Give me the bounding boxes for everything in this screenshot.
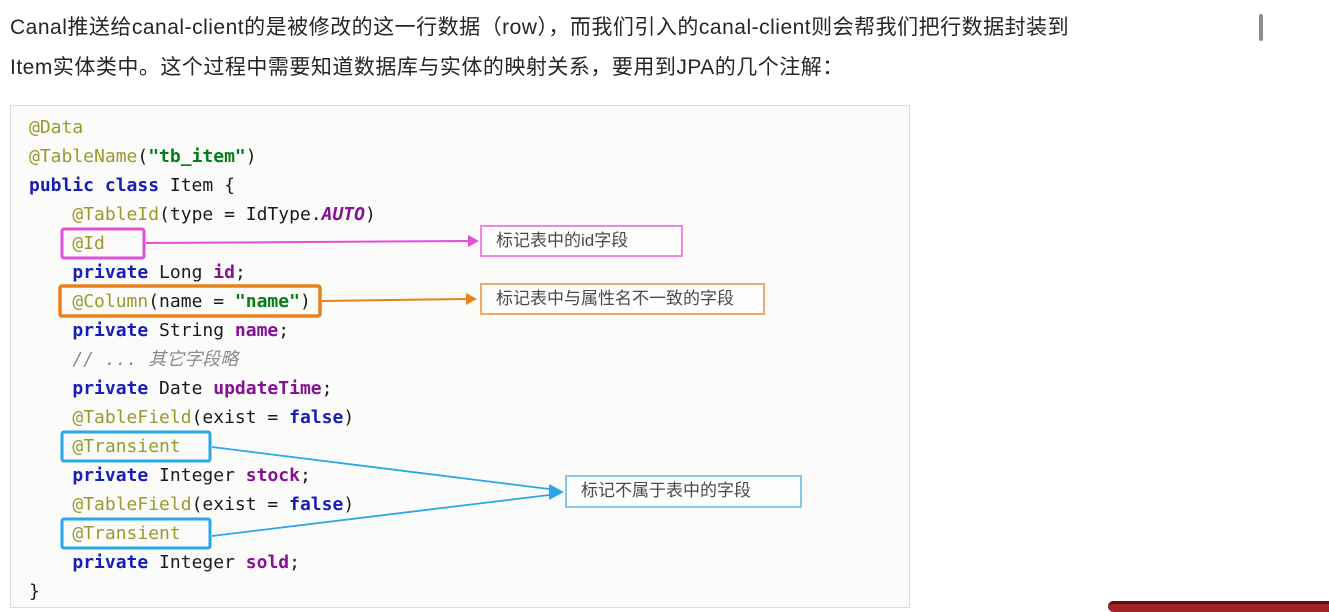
code-line: private Integer sold;	[72, 552, 300, 573]
intro-line-1: Canal推送给canal-client的是被修改的这一行数据（row），而我们…	[10, 16, 1070, 39]
intro-line-2: Item实体类中。这个过程中需要知道数据库与实体的映射关系，要用到JPA的几个注…	[10, 56, 844, 79]
code-line: public class Item {	[29, 175, 235, 196]
code-content: @Data @TableName("tb_item")public class I…	[29, 113, 376, 606]
callout-id-field: 标记表中的id字段	[480, 225, 683, 257]
callout-column-mismatch: 标记表中与属性名不一致的字段	[480, 283, 765, 315]
code-block: @Data @TableName("tb_item")public class I…	[10, 105, 910, 608]
code-line: // ... 其它字段略	[29, 349, 239, 370]
code-line: private Date updateTime;	[72, 378, 333, 399]
code-line: }	[29, 581, 40, 602]
scrollbar-thumb[interactable]	[1259, 14, 1263, 41]
intro-paragraph: Canal推送给canal-client的是被修改的这一行数据（row），而我们…	[10, 8, 1069, 88]
callout-transient-field: 标记不属于表中的字段	[565, 475, 802, 508]
code-line: @TableField(exist = false)	[72, 494, 355, 515]
code-line: @Column(name = "name")	[72, 291, 311, 312]
code-line: private String name;	[72, 320, 290, 341]
code-line: @TableId(type = IdType.AUTO)	[72, 204, 376, 225]
video-progress-bar[interactable]	[1108, 601, 1329, 612]
code-line: @Id	[72, 233, 105, 254]
code-line: @TableField(exist = false)	[72, 407, 355, 428]
code-line: @Data	[29, 117, 84, 138]
code-line: @TableName("tb_item")	[29, 146, 257, 167]
code-line: @Transient	[72, 436, 181, 457]
code-line: private Long id;	[72, 262, 246, 283]
code-line: @Transient	[72, 523, 181, 544]
code-line: private Integer stock;	[72, 465, 311, 486]
